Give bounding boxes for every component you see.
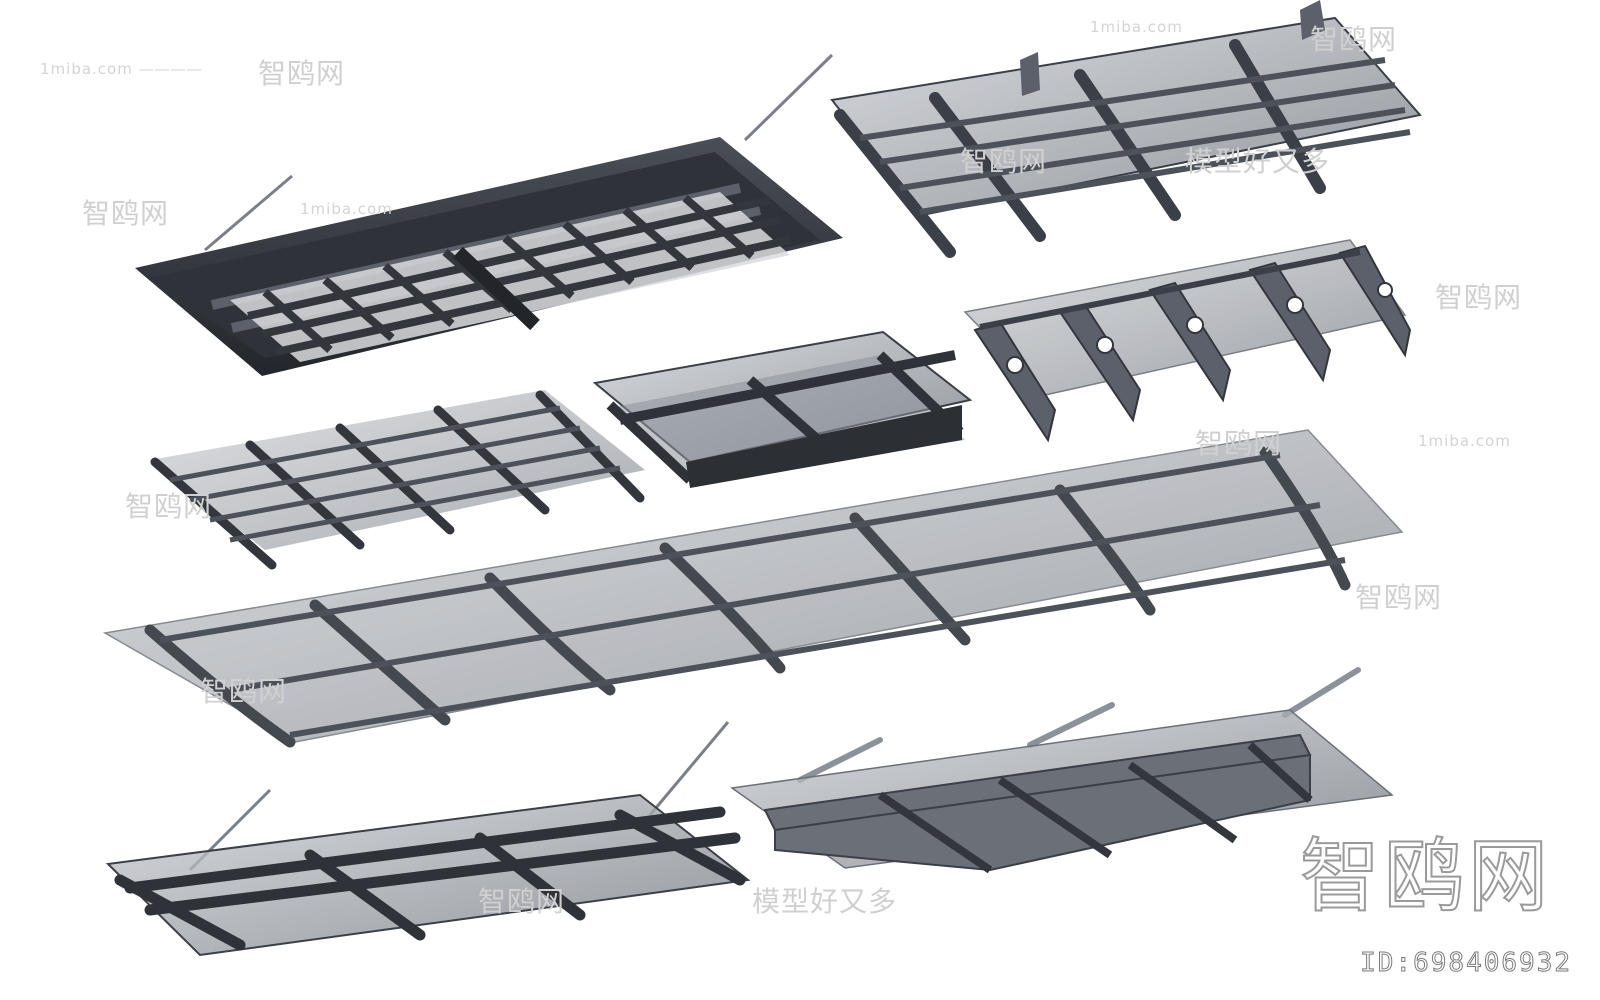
canopy-long-center: [102, 429, 1404, 748]
watermark-brand-6: 智鸥网: [1195, 427, 1283, 460]
watermark-brand-3: 智鸥网: [1310, 23, 1398, 56]
watermark-brand-9: 智鸥网: [200, 675, 288, 708]
watermark-site-1: 1miba.com ————: [40, 60, 203, 78]
watermark-brand-4: 智鸥网: [960, 145, 1048, 178]
watermark-brand-10: 智鸥网: [478, 885, 566, 918]
watermark-brand-2: 智鸥网: [82, 197, 170, 230]
watermark-brand-7: 智鸥网: [125, 490, 213, 523]
watermark-brand-5: 智鸥网: [1435, 281, 1523, 314]
watermark-site-4: 1miba.com: [1418, 432, 1511, 450]
watermark-site-2: 1miba.com: [300, 200, 393, 218]
canopy-glass-bottom-left: [105, 721, 751, 957]
watermark-brand-8: 智鸥网: [1355, 581, 1443, 614]
watermark-brand-large: 智鸥网: [1299, 829, 1552, 924]
watermark-slogan-2: 模型好又多: [752, 885, 898, 918]
watermark-slogan-1: 模型好又多: [1185, 145, 1331, 178]
canopy-bracket-holes: [963, 239, 1412, 443]
watermark-site-3: 1miba.com: [1090, 18, 1183, 36]
canopy-glass-small-center: [592, 330, 973, 488]
canopy-slatted-left: [150, 390, 645, 570]
image-id-label: ID:698406932: [1360, 948, 1572, 979]
canopy-grid-dark: [135, 53, 843, 376]
watermark-brand-1: 智鸥网: [258, 57, 346, 90]
canopy-beam-top-right: [830, 0, 1422, 258]
canopy-glass-bottom-right: [730, 667, 1394, 874]
